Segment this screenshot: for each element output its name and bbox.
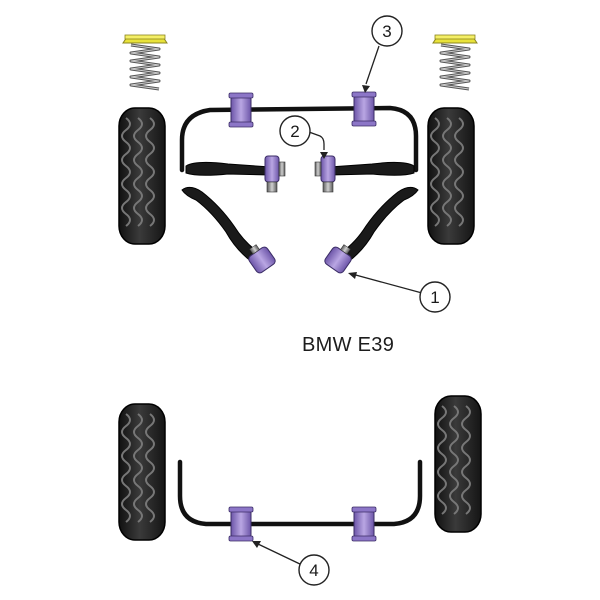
front-left-control-arm: [181, 186, 259, 263]
callout-1: 1: [348, 272, 451, 313]
rear-left-tyre: [118, 403, 166, 541]
front-left-spring: [121, 33, 169, 91]
front-axle: [118, 33, 479, 274]
front-right-thrust-arm: [329, 161, 415, 176]
rear-anti-roll-bar-bush-left: [228, 506, 254, 542]
front-right-control-arm: [341, 186, 419, 263]
thrust-arm-bush-right: [314, 155, 336, 193]
front-left-thrust-arm: [185, 161, 271, 176]
callout-3-label: 3: [382, 22, 391, 41]
rear-right-tyre: [434, 395, 482, 533]
callout-3-circle: [371, 15, 403, 47]
callout-1-circle: [419, 281, 451, 313]
rear-axle: [118, 395, 482, 542]
front-left-tyre: [118, 107, 166, 245]
rear-anti-roll-bar-bush-right: [351, 506, 377, 542]
callout-4-circle: [298, 554, 330, 586]
control-arm-bush-left: [248, 244, 276, 274]
callout-4: 4: [252, 541, 330, 586]
front-anti-roll-bar: [179, 105, 419, 173]
model-label: BMW E39: [302, 334, 395, 356]
callout-2-label: 2: [290, 122, 299, 141]
front-right-tyre: [427, 107, 475, 245]
thrust-arm-bush-left: [264, 155, 286, 193]
callout-2-circle: [279, 115, 311, 147]
front-anti-roll-bar-bush-right: [351, 91, 377, 127]
callout-4-label: 4: [309, 561, 318, 580]
callout-3: 3: [362, 15, 403, 93]
control-arm-bush-right: [324, 244, 352, 274]
callout-2: 2: [279, 115, 328, 159]
callout-1-label: 1: [430, 288, 439, 307]
front-right-spring: [431, 33, 479, 91]
front-anti-roll-bar-bush-left: [228, 92, 254, 128]
rear-anti-roll-bar: [177, 459, 423, 527]
